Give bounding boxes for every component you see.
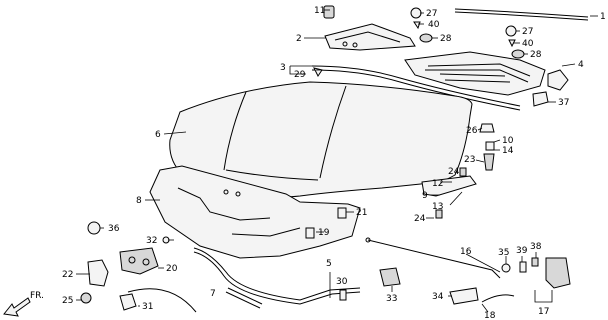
hood-seal-strip xyxy=(454,8,589,21)
callout-13: 13 xyxy=(432,202,443,212)
hood-bumper-26 xyxy=(479,123,495,133)
callout-33: 33 xyxy=(386,294,397,304)
callout-31: 31 xyxy=(142,302,153,312)
hood-release-cable xyxy=(193,247,361,305)
callout-24-upper: 24 xyxy=(448,167,460,177)
clip-38 xyxy=(531,257,539,267)
callout-17: 17 xyxy=(538,307,549,317)
clip-39 xyxy=(519,261,527,273)
hood-support-rod xyxy=(365,237,501,279)
clip-29 xyxy=(313,67,323,77)
callout-14: 14 xyxy=(502,146,514,156)
callout-4: 4 xyxy=(578,60,584,70)
callout-28-top: 28 xyxy=(440,34,452,44)
callout-26: 26 xyxy=(466,126,478,136)
striker-23 xyxy=(483,153,495,171)
lever-34 xyxy=(449,287,479,305)
cable-guide xyxy=(225,287,263,309)
cable-end-18 xyxy=(481,294,515,303)
callout-40-right: 40 xyxy=(522,39,534,49)
nut-25 xyxy=(80,292,92,304)
cable-end-30 xyxy=(339,289,347,301)
latch-cable xyxy=(127,288,197,313)
callout-12: 12 xyxy=(432,179,443,189)
callout-22: 22 xyxy=(62,270,73,280)
callout-23: 23 xyxy=(464,155,475,165)
clip-37 xyxy=(532,91,549,107)
clip-40-top xyxy=(413,21,421,30)
bolt-24-upper xyxy=(459,167,467,177)
callout-24-lower: 24 xyxy=(414,214,426,224)
bumper-21 xyxy=(337,207,347,219)
latch-bracket xyxy=(87,259,109,287)
callout-34: 34 xyxy=(432,292,444,302)
callout-19: 19 xyxy=(318,228,330,238)
callout-39: 39 xyxy=(516,246,528,256)
callout-11: 11 xyxy=(314,6,325,16)
callout-20: 20 xyxy=(166,264,178,274)
hood-latch-17 xyxy=(545,257,571,289)
cowl-top-right xyxy=(404,51,546,96)
clip-19 xyxy=(305,227,315,239)
callout-37: 37 xyxy=(558,98,569,108)
callout-7: 7 xyxy=(210,289,216,299)
hood-hinge-9 xyxy=(421,175,477,197)
callout-2: 2 xyxy=(296,34,302,44)
callout-27-right: 27 xyxy=(522,27,533,37)
callout-29: 29 xyxy=(294,70,306,80)
callout-1: 1 xyxy=(600,12,606,22)
callout-25: 25 xyxy=(62,296,73,306)
release-handle-33 xyxy=(379,267,401,287)
front-direction-arrow: FR. xyxy=(3,291,44,317)
callout-8: 8 xyxy=(136,196,142,206)
callout-30: 30 xyxy=(336,277,348,287)
hood-latch xyxy=(119,247,159,275)
callout-5: 5 xyxy=(326,259,332,269)
clip-4 xyxy=(547,69,569,91)
grommet-28-right xyxy=(511,49,525,59)
bolt-24-lower xyxy=(435,209,443,219)
callout-36: 36 xyxy=(108,224,120,234)
front-direction-label: FR. xyxy=(30,291,44,301)
callout-28-right: 28 xyxy=(530,50,542,60)
callout-16: 16 xyxy=(460,247,472,257)
callout-6: 6 xyxy=(155,130,161,140)
callout-32: 32 xyxy=(146,236,157,246)
leader-lines xyxy=(76,9,598,313)
hood-front-seal xyxy=(311,65,521,111)
callout-27-top: 27 xyxy=(426,9,437,19)
grommet-28-top xyxy=(419,33,433,43)
callout-3: 3 xyxy=(280,63,286,73)
callout-10: 10 xyxy=(502,136,514,146)
clip-27-right xyxy=(505,25,517,37)
callout-9: 9 xyxy=(422,191,428,201)
callout-18: 18 xyxy=(484,311,496,320)
callout-labels: 1 2 3 4 5 6 7 8 9 10 11 12 13 14 16 17 1… xyxy=(62,6,606,320)
callout-35: 35 xyxy=(498,248,509,258)
callout-40-top: 40 xyxy=(428,20,440,30)
callout-38: 38 xyxy=(530,242,542,252)
clip-27-top xyxy=(410,7,422,19)
clip-35 xyxy=(501,263,511,273)
grommet-11 xyxy=(323,5,335,19)
cable-clamp-31 xyxy=(119,293,137,311)
grommet-36 xyxy=(87,221,101,235)
grommet-14 xyxy=(485,141,495,151)
callout-21: 21 xyxy=(356,208,367,218)
cowl-top-left xyxy=(324,23,416,51)
